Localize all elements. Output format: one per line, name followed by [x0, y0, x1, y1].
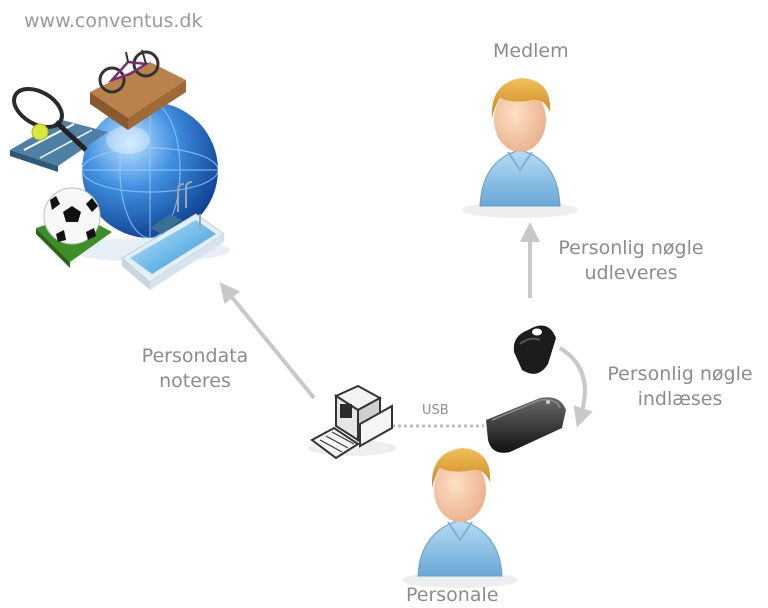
hand-out-label-line1: Personlig nøgle	[558, 237, 704, 259]
hand-out-label: Personlig nøgle udleveres	[556, 236, 706, 286]
computer-icon	[308, 384, 396, 460]
member-avatar	[462, 78, 578, 218]
read-in-label-line1: Personlig nøgle	[607, 363, 753, 385]
usb-label: USB	[422, 403, 449, 418]
site-url: www.conventus.dk	[24, 10, 203, 32]
record-arrow	[219, 282, 316, 400]
staff-avatar	[402, 448, 518, 588]
record-label-line2: noteres	[159, 370, 231, 392]
swimming-pool-icon	[121, 181, 225, 290]
hand-out-label-line2: udleveres	[584, 262, 678, 284]
read-in-label-line2: indlæses	[637, 388, 723, 410]
bicycle-icon	[90, 49, 186, 130]
record-label-line1: Persondata	[141, 345, 249, 367]
tennis-icon	[10, 87, 108, 172]
member-label: Medlem	[493, 40, 569, 62]
read-in-arrow	[558, 346, 593, 428]
staff-label: Personale	[406, 584, 499, 606]
read-in-label: Personlig nøgle indlæses	[602, 362, 758, 412]
record-label: Persondata noteres	[132, 344, 258, 394]
football-icon	[36, 187, 112, 268]
card-reader-icon	[486, 397, 566, 453]
key-fob-icon	[513, 325, 556, 374]
